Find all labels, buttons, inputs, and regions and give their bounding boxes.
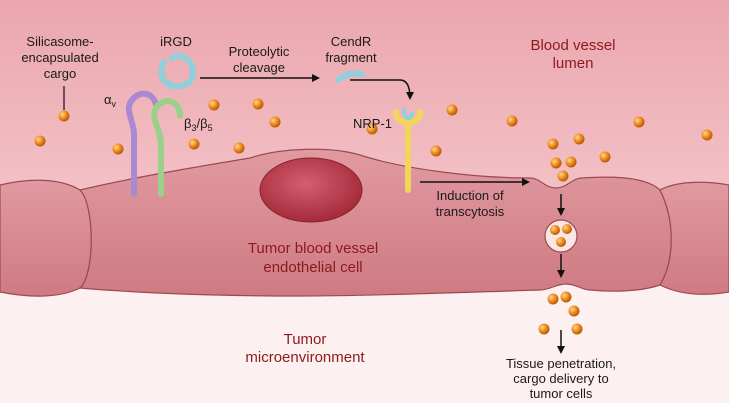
particle (430, 145, 442, 157)
irgd-peptide (158, 53, 196, 90)
particle (112, 143, 124, 155)
particle (562, 224, 572, 234)
particle (550, 157, 562, 169)
induction-label-line2: transcytosis (436, 204, 505, 219)
beta-slash: /β (197, 116, 208, 131)
lumen-label-line1: Blood vessel (530, 37, 615, 54)
penetration-label-line3: tumor cells (530, 386, 593, 401)
cendr-label-line2: fragment (325, 50, 377, 65)
particle (547, 138, 559, 150)
particle (556, 237, 566, 247)
penetration-label-line2: cargo delivery to (513, 371, 608, 386)
cendr-fragment (335, 70, 365, 83)
particle (573, 133, 585, 145)
cargo-label-line3: cargo (44, 66, 77, 81)
nrp1-label: NRP-1 (353, 116, 392, 131)
proteolytic-label-line1: Proteolytic (229, 44, 290, 59)
beta5-subscript: 5 (208, 123, 213, 133)
beta3-subscript: 3 (191, 123, 196, 133)
lumen-label-line2: lumen (553, 55, 594, 72)
particle (557, 170, 569, 182)
particle (633, 116, 645, 128)
particle (233, 142, 245, 154)
particle (366, 123, 378, 135)
endothelial-label-line2: endothelial cell (263, 259, 362, 276)
alpha-v-label: αv (104, 92, 117, 109)
irgd-label: iRGD (160, 34, 192, 49)
beta-integrin (151, 98, 183, 197)
silicasome-particles (34, 98, 713, 335)
particle (538, 323, 550, 335)
nucleus (259, 157, 363, 223)
alpha-symbol: α (104, 92, 112, 107)
cargo-label-line2: encapsulated (21, 50, 98, 65)
particle (550, 225, 560, 235)
cendr-label-line1: CendR (331, 34, 371, 49)
alpha-v-integrin (125, 90, 159, 197)
nrp1-bound-fragment (402, 108, 414, 121)
proteolytic-label-line2: cleavage (233, 60, 285, 75)
particle (269, 116, 281, 128)
particle (252, 98, 264, 110)
microenvironment-label-line1: Tumor (284, 331, 327, 348)
particle (701, 129, 713, 141)
particle (188, 138, 200, 150)
particle (446, 104, 458, 116)
left-neighbor-cell (0, 179, 92, 297)
fragment-to-nrp1-arrow (350, 79, 414, 100)
cargo-label-line1: Silicasome- (26, 34, 93, 49)
particle (568, 305, 580, 317)
particle (58, 110, 70, 122)
induction-label-line1: Induction of (436, 188, 504, 203)
particle (547, 293, 559, 305)
particle (571, 323, 583, 335)
beta-symbol: β (184, 116, 191, 131)
beta-label: β3/β5 (184, 116, 213, 133)
particle (560, 291, 572, 303)
particle (208, 99, 220, 111)
particle (506, 115, 518, 127)
particle (565, 156, 577, 168)
alpha-subscript: v (112, 99, 117, 109)
transcytosis-vesicle (544, 219, 578, 253)
nrp1-cup (393, 109, 423, 126)
endothelial-label-line1: Tumor blood vessel (248, 240, 378, 257)
right-neighbor-cell (659, 181, 729, 295)
penetration-label-line1: Tissue penetration, (506, 356, 616, 371)
particle (599, 151, 611, 163)
particle (34, 135, 46, 147)
microenvironment-label-line2: microenvironment (245, 349, 365, 366)
